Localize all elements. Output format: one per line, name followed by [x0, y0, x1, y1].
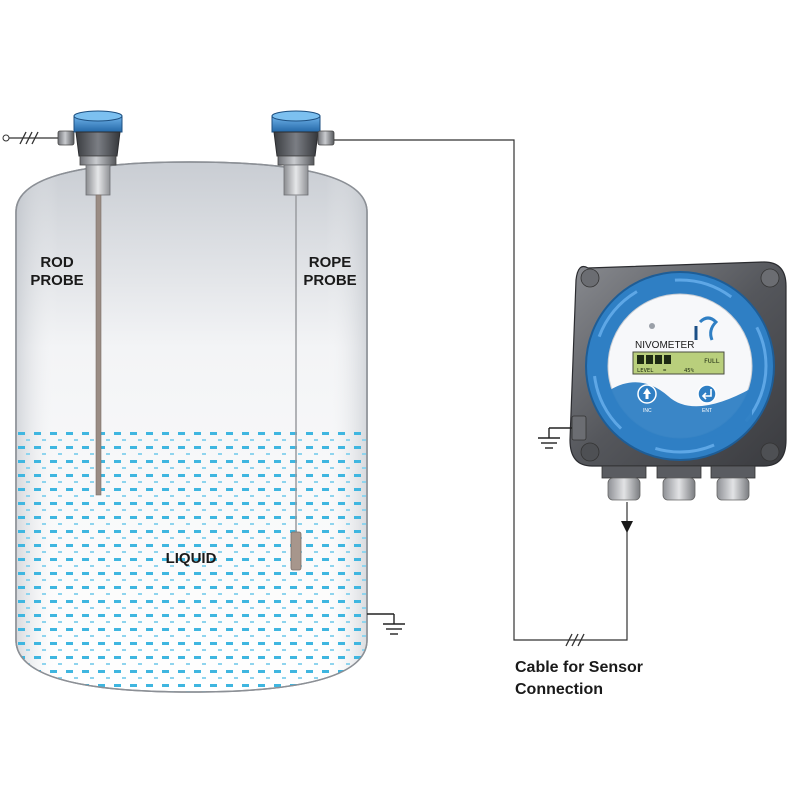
nivometer-device: NIVOMETER FULL LEVEL = 45% INC ENT [569, 261, 787, 501]
liquid-label: LIQUID [166, 550, 217, 567]
lcd-level-label: LEVEL [637, 368, 654, 374]
cable-label-line1: Cable for Sensor [515, 659, 643, 676]
cable-break-slashes [19, 131, 39, 145]
tank [15, 161, 368, 693]
brand-logo-icon [694, 316, 719, 341]
cable-gland-right [710, 465, 756, 501]
inc-button-label: INC [643, 408, 652, 414]
tank-ground-symbol [367, 613, 405, 635]
cable-gland-left [601, 465, 647, 501]
inc-button[interactable] [637, 384, 657, 404]
lcd-level-value: 45% [684, 368, 695, 374]
level-bar-block [655, 355, 662, 364]
lcd-status: FULL [704, 357, 720, 365]
arrow-up-icon [643, 388, 651, 399]
rod [95, 194, 102, 496]
rope-probe-label-line1: ROPE [309, 254, 352, 271]
level-bar-block [664, 355, 671, 364]
enter-icon [701, 389, 712, 400]
level-bar-block [637, 355, 644, 364]
level-bar-block [646, 355, 653, 364]
ent-button-label: ENT [702, 408, 712, 414]
ent-button[interactable] [697, 384, 717, 404]
rope-probe-label-line2: PROBE [303, 272, 356, 289]
lcd-level-separator: = [663, 368, 667, 374]
arrow-down [621, 521, 633, 533]
liquid-area [16, 428, 367, 692]
device-ground-symbol [538, 427, 572, 449]
cable-gland-middle [656, 465, 702, 501]
sensor-cable [334, 139, 628, 641]
status-led [649, 323, 655, 329]
cable-label-line2: Connection [515, 681, 603, 698]
device-brand: NIVOMETER [635, 340, 694, 351]
rope-probe [271, 110, 335, 571]
rope-weight [290, 531, 302, 571]
level-bar-blocks [637, 355, 671, 364]
sensor-cable-break-slashes [565, 633, 585, 647]
rod-probe [2, 110, 123, 496]
rod-probe-label-line1: ROD [40, 254, 74, 271]
rod-probe-label-line2: PROBE [30, 272, 83, 289]
